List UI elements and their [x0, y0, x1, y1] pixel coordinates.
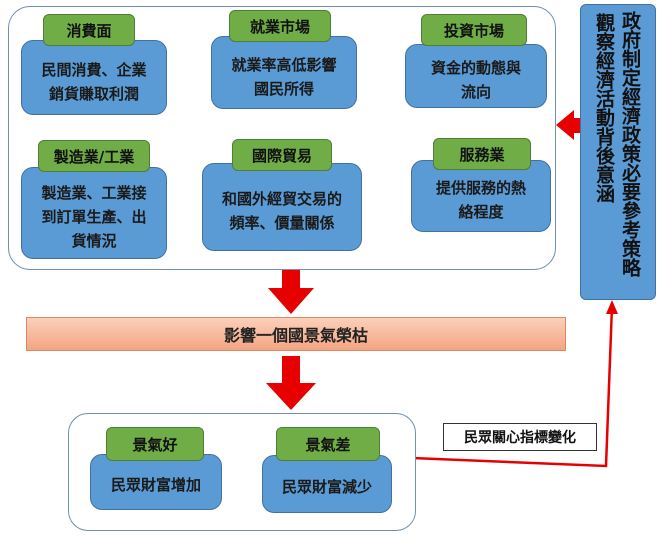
card-boom: 民眾財富增加	[90, 454, 222, 510]
tag-boom-label: 景氣好	[132, 435, 178, 454]
tag-employment: 就業市場	[229, 10, 331, 42]
tag-recession: 景氣差	[276, 427, 380, 461]
down-arrow-icon-1	[268, 268, 314, 314]
policy-side-box: 政府制定經濟政策必要參考策略 觀察經濟活動背後意涵	[580, 4, 656, 300]
card-services-body: 提供服務的熱 絡程度	[435, 179, 526, 221]
card-consumption: 民間消費、企業 銷貨賺取利潤	[21, 40, 167, 115]
up-arrowhead-icon	[606, 300, 618, 314]
tag-services-label: 服務業	[459, 145, 505, 164]
indicator-note-box: 民眾關心指標變化	[443, 423, 597, 451]
tag-manufacturing: 製造業/工業	[38, 140, 150, 172]
card-recession-body: 民眾財富減少	[281, 478, 372, 496]
tag-international-trade-label: 國際貿易	[251, 146, 312, 165]
card-investment-body: 資金的動態與 流向	[430, 59, 521, 101]
card-recession: 民眾財富減少	[262, 455, 392, 513]
tag-services: 服務業	[433, 138, 531, 170]
card-employment-body: 就業率高低影響 國民所得	[231, 55, 337, 98]
card-services: 提供服務的熱 絡程度	[411, 160, 551, 232]
tag-international-trade: 國際貿易	[232, 139, 332, 171]
tag-manufacturing-label: 製造業/工業	[53, 147, 135, 166]
tag-employment-label: 就業市場	[249, 17, 310, 36]
side-box-col1: 政府制定經濟政策必要參考策略	[619, 11, 641, 277]
card-consumption-body: 民間消費、企業 銷貨賺取利潤	[41, 60, 147, 103]
economic-cycle-banner: 影響一個國景氣榮枯	[26, 317, 566, 351]
feedback-line	[411, 305, 614, 468]
card-employment: 就業率高低影響 國民所得	[211, 36, 357, 109]
left-arrow-icon	[556, 110, 580, 140]
card-manufacturing-body: 製造業、工業接 到訂單生產、出 貨情況	[41, 184, 147, 250]
tag-consumption-label: 消費面	[66, 21, 112, 40]
note-text: 民眾關心指標變化	[464, 430, 576, 446]
card-investment: 資金的動態與 流向	[405, 44, 547, 108]
tag-consumption: 消費面	[43, 14, 135, 46]
tag-investment-label: 投資市場	[443, 21, 504, 40]
side-box-col2: 觀察經濟活動背後意涵	[593, 13, 615, 203]
tag-investment: 投資市場	[421, 14, 527, 46]
banner-text: 影響一個國景氣榮枯	[223, 326, 368, 345]
card-international-trade-body: 和國外經貿交易的 頻率、價量關係	[221, 190, 342, 232]
card-international-trade: 和國外經貿交易的 頻率、價量關係	[202, 163, 362, 251]
card-boom-body: 民眾財富增加	[110, 476, 201, 494]
card-manufacturing: 製造業、工業接 到訂單生產、出 貨情況	[21, 167, 167, 259]
tag-recession-label: 景氣差	[305, 435, 351, 454]
tag-boom: 景氣好	[106, 427, 204, 461]
down-arrow-icon-2	[266, 356, 316, 410]
